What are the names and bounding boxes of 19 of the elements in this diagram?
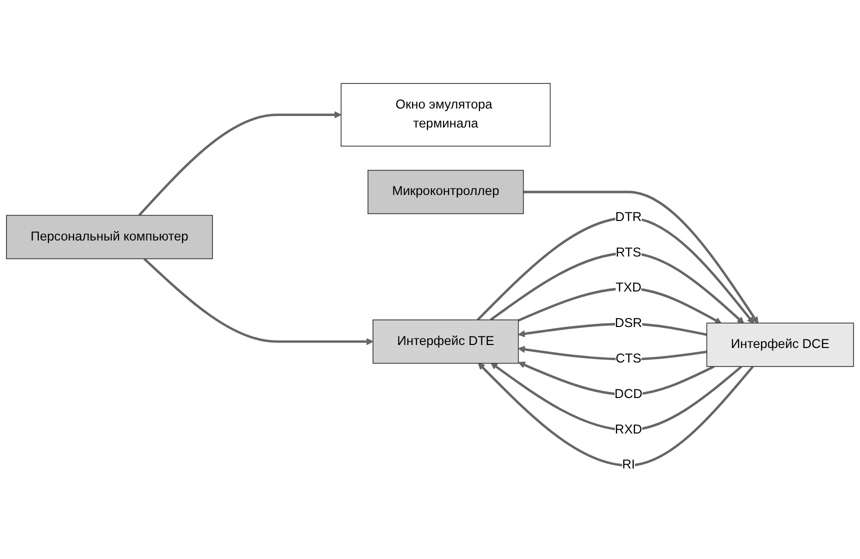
edge-label: DCD <box>614 388 642 402</box>
edge-label: RTS <box>616 246 642 260</box>
node-box: Интерфейс DCE <box>706 322 854 368</box>
edge-label: CTS <box>616 352 642 366</box>
node-box: Микроконтроллер <box>368 170 524 214</box>
arrow <box>523 191 758 324</box>
edge-label: RI <box>622 458 635 472</box>
arrow <box>518 288 722 324</box>
node-box: Окно эмулятора терминала <box>340 83 551 147</box>
arrow <box>476 216 754 324</box>
arrow <box>138 112 342 216</box>
arrow <box>143 258 374 346</box>
edge-label: DTR <box>615 210 642 224</box>
node-box: Персональный компьютер <box>6 215 213 260</box>
edge-label: DSR <box>614 316 642 331</box>
edge-label: RXD <box>614 423 642 437</box>
edge-label: TXD <box>616 282 642 296</box>
node-box: Интерфейс DTE <box>372 320 519 364</box>
arrow <box>490 252 744 324</box>
